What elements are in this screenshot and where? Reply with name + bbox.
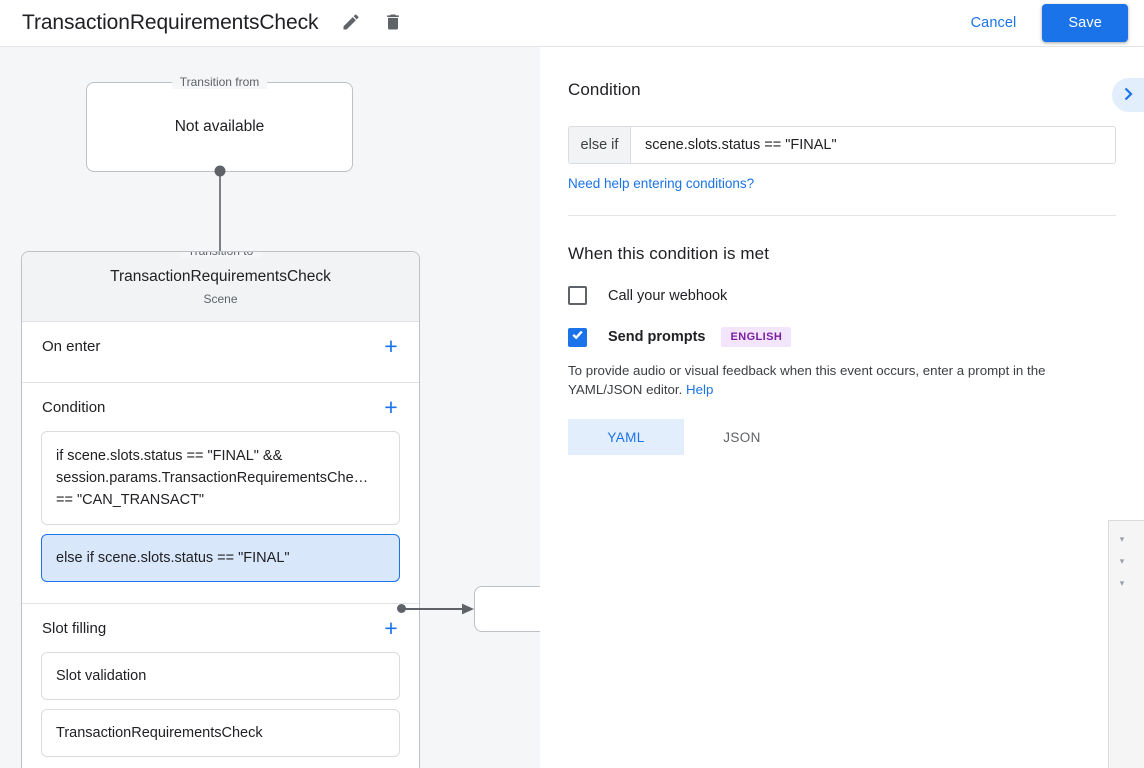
tab-yaml[interactable]: YAML [568, 419, 684, 455]
editor-line-numbers: 1 2 3 4 5 [1135, 521, 1144, 768]
editor-fold-gutter[interactable]: ▾ ▾ ▾ [1109, 521, 1135, 768]
transition-from-legend: Transition from [171, 75, 268, 89]
condition-help-link[interactable]: Need help entering conditions? [568, 176, 755, 191]
section-slot-filling-title: Slot filling [42, 619, 107, 637]
page-title: TransactionRequirementsCheck [22, 11, 319, 34]
webhook-label: Call your webhook [608, 287, 728, 304]
scene-name: TransactionRequirementsCheck [110, 268, 331, 285]
scene-card-header[interactable]: TransactionRequirementsCheck Scene [22, 252, 419, 322]
section-on-enter-header: On enter + [22, 322, 419, 370]
condition-section: Condition else if Need help entering con… [540, 47, 1144, 216]
trash-icon [383, 12, 403, 35]
line-number: 5 [1135, 616, 1144, 638]
delete-button[interactable] [376, 6, 410, 40]
condition-expression-row: else if [568, 126, 1116, 164]
flow-canvas[interactable]: Transition from Not available Transition… [0, 47, 540, 768]
transition-to-legend: Transition to [179, 252, 262, 258]
connector-dot [397, 604, 406, 613]
fold-toggle[interactable]: ▾ [1119, 533, 1125, 544]
prompt-help-text-body: To provide audio or visual feedback when… [568, 363, 1046, 397]
line-number: 1 [1135, 528, 1144, 550]
edit-button[interactable] [334, 6, 368, 40]
editor-format-tabs: YAML JSON [568, 419, 1116, 455]
condition-heading: Condition [568, 80, 641, 99]
scene-type: Scene [203, 292, 238, 306]
section-on-enter-title: On enter [42, 337, 101, 355]
app-header: TransactionRequirementsCheck Cancel Save [0, 0, 1144, 47]
slot-filling-list-item[interactable]: Slot validation [41, 652, 400, 700]
when-condition-met-heading: When this condition is met [568, 244, 770, 263]
transition-from-value: Not available [174, 118, 265, 135]
send-prompts-checkbox[interactable] [568, 327, 587, 347]
section-divider [568, 215, 1116, 216]
fold-toggle[interactable]: ▾ [1119, 555, 1125, 566]
webhook-checkbox[interactable] [568, 286, 587, 305]
check-icon [571, 328, 584, 346]
line-number: 2 [1135, 550, 1144, 572]
fold-toggle[interactable]: ▾ [1119, 577, 1125, 588]
condition-expression-input[interactable] [631, 127, 1115, 163]
chevron-right-icon [1121, 87, 1135, 104]
add-slot-filling-button[interactable]: + [377, 614, 405, 642]
when-condition-met-section: When this condition is met Call your web… [540, 216, 1144, 455]
section-condition-title: Condition [42, 398, 106, 416]
code-editor[interactable]: ▾ ▾ ▾ 1 2 3 4 5 candidates: - first_simp… [1108, 520, 1144, 768]
condition-list-item[interactable]: if scene.slots.status == "FINAL" && sess… [41, 431, 400, 525]
connector-arrow-icon [462, 602, 474, 615]
send-prompts-label: Send prompts [608, 329, 706, 345]
add-condition-button[interactable]: + [377, 393, 405, 421]
line-number: 4 [1135, 594, 1144, 616]
condition-list-item-selected[interactable]: else if scene.slots.status == "FINAL" [41, 534, 400, 582]
expand-panel-button[interactable] [1112, 78, 1144, 112]
transition-to-card: Transition to TransactionRequirementsChe… [21, 251, 420, 768]
line-number: 3 [1135, 572, 1144, 594]
prompt-help-text: To provide audio or visual feedback when… [568, 361, 1116, 399]
connector-line [405, 608, 467, 610]
section-slot-filling-header: Slot filling + [22, 604, 419, 652]
send-prompts-checkbox-row[interactable]: Send prompts ENGLISH [568, 327, 1116, 347]
target-node-card[interactable] [474, 586, 540, 632]
section-slot-filling: Slot filling + Slot validation Transacti… [22, 604, 419, 768]
condition-keyword: else if [569, 127, 631, 163]
transition-from-card: Transition from Not available [86, 75, 353, 172]
tab-json[interactable]: JSON [684, 419, 800, 455]
section-condition: Condition + if scene.slots.status == "FI… [22, 383, 419, 604]
add-on-enter-button[interactable]: + [377, 332, 405, 360]
language-badge: ENGLISH [721, 327, 792, 347]
pencil-icon [341, 12, 361, 35]
cancel-button[interactable]: Cancel [957, 5, 1031, 41]
webhook-checkbox-row[interactable]: Call your webhook [568, 286, 1116, 305]
section-condition-header: Condition + [22, 383, 419, 431]
save-button[interactable]: Save [1042, 4, 1128, 42]
section-on-enter: On enter + [22, 322, 419, 383]
details-panel: Condition else if Need help entering con… [540, 47, 1144, 768]
prompt-help-link[interactable]: Help [686, 382, 714, 397]
slot-filling-list-item[interactable]: TransactionRequirementsCheck [41, 709, 400, 757]
